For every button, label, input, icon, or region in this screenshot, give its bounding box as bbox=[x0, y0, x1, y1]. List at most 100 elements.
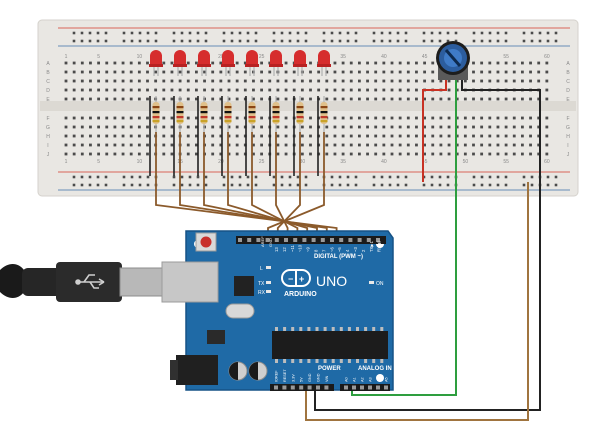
rail-hole bbox=[480, 39, 484, 43]
header-pin[interactable] bbox=[324, 385, 329, 390]
digital-pin-label: ~5 bbox=[337, 247, 342, 252]
breadboard-hole bbox=[72, 79, 76, 83]
header-pin[interactable] bbox=[339, 238, 344, 242]
header-pin[interactable] bbox=[376, 385, 380, 390]
chip-pin bbox=[315, 327, 319, 331]
led-4[interactable] bbox=[221, 50, 235, 76]
breadboard-hole bbox=[243, 88, 247, 92]
green-signal-wire[interactable] bbox=[351, 78, 457, 396]
red-supply-wire[interactable] bbox=[422, 78, 447, 182]
breadboard[interactable]: 1155101015152020252530303535404045455050… bbox=[37, 19, 579, 197]
resistor-4[interactable] bbox=[224, 96, 232, 132]
potentiometer[interactable] bbox=[436, 41, 470, 80]
breadboard-hole bbox=[374, 116, 378, 120]
header-pin[interactable] bbox=[376, 238, 380, 242]
breadboard-hole bbox=[89, 125, 92, 129]
led-7[interactable] bbox=[293, 50, 307, 76]
breadboard-hole bbox=[195, 152, 198, 156]
breadboard-hole bbox=[349, 70, 353, 74]
breadboard-hole bbox=[325, 97, 329, 101]
header-pin[interactable] bbox=[284, 238, 288, 242]
header-pin[interactable] bbox=[330, 238, 334, 242]
header-pin[interactable] bbox=[256, 238, 261, 242]
header-pin[interactable] bbox=[274, 385, 278, 390]
rail-hole bbox=[138, 183, 142, 187]
led-2[interactable] bbox=[173, 50, 187, 76]
resistor-8[interactable] bbox=[320, 96, 328, 132]
rail-hole bbox=[380, 175, 384, 179]
column-number-bottom: 55 bbox=[503, 159, 509, 165]
breadboard-hole bbox=[390, 61, 394, 65]
led-3[interactable] bbox=[197, 50, 211, 76]
chip-pin bbox=[323, 327, 327, 331]
breadboard-hole bbox=[170, 61, 174, 65]
resistor-1[interactable] bbox=[152, 96, 160, 132]
header-pin[interactable] bbox=[357, 238, 362, 242]
breadboard-hole bbox=[333, 70, 337, 74]
reset-button[interactable] bbox=[200, 236, 212, 248]
breadboard-hole bbox=[341, 125, 345, 129]
rail-hole bbox=[172, 31, 176, 35]
breadboard-hole bbox=[537, 97, 541, 101]
header-pin[interactable] bbox=[282, 385, 287, 390]
rail-hole bbox=[104, 183, 108, 187]
rail-hole bbox=[122, 39, 126, 43]
header-pin[interactable] bbox=[366, 238, 371, 242]
breadboard-hole bbox=[260, 143, 263, 147]
rail-hole bbox=[246, 31, 250, 35]
header-pin[interactable] bbox=[352, 385, 356, 390]
header-pin[interactable] bbox=[307, 385, 312, 390]
led-6[interactable] bbox=[269, 50, 283, 76]
header-pin[interactable] bbox=[368, 385, 372, 390]
resistor-3[interactable] bbox=[200, 96, 208, 132]
resistor-5[interactable] bbox=[248, 96, 256, 132]
header-pin[interactable] bbox=[316, 385, 320, 390]
header-pin[interactable] bbox=[302, 238, 307, 242]
header-pin[interactable] bbox=[320, 238, 325, 242]
black-ground-wire[interactable] bbox=[314, 78, 541, 411]
resistor-7[interactable] bbox=[296, 96, 304, 132]
header-pin[interactable] bbox=[384, 385, 388, 390]
header-pin[interactable] bbox=[290, 385, 295, 390]
header-pin[interactable] bbox=[344, 385, 348, 390]
header-pin[interactable] bbox=[293, 238, 298, 242]
chip-pin bbox=[331, 359, 335, 363]
breadboard-hole bbox=[521, 79, 524, 83]
header-pin[interactable] bbox=[299, 385, 304, 390]
breadboard-hole bbox=[72, 143, 76, 147]
header-pin[interactable] bbox=[265, 238, 270, 242]
column-number-bottom: 50 bbox=[463, 159, 469, 165]
header-pin[interactable] bbox=[238, 238, 242, 242]
breadboard-hole bbox=[349, 134, 353, 138]
digital-pin-label: 8 bbox=[314, 249, 319, 252]
header-pin[interactable] bbox=[360, 385, 364, 390]
breadboard-hole bbox=[121, 61, 125, 65]
row-letter-left: H bbox=[46, 134, 50, 140]
brown-5v-wire[interactable] bbox=[305, 182, 529, 421]
led-1[interactable] bbox=[149, 50, 163, 76]
header-pin[interactable] bbox=[311, 238, 316, 242]
header-pin[interactable] bbox=[348, 238, 353, 242]
header-pin[interactable] bbox=[247, 238, 252, 242]
breadboard-hole bbox=[374, 134, 378, 138]
header-pin[interactable] bbox=[274, 238, 279, 242]
breadboard-hole bbox=[455, 125, 459, 129]
breadboard-hole bbox=[504, 125, 508, 129]
resistor-2[interactable] bbox=[176, 96, 184, 132]
rail-hole bbox=[430, 183, 434, 187]
led-8[interactable] bbox=[317, 50, 331, 76]
column-number-bottom: 25 bbox=[259, 159, 265, 165]
breadboard-hole bbox=[325, 70, 329, 74]
breadboard-hole bbox=[529, 79, 532, 83]
resistor-6[interactable] bbox=[272, 96, 280, 132]
led-5[interactable] bbox=[245, 50, 259, 76]
row-letter-right: A bbox=[566, 61, 570, 67]
breadboard-hole bbox=[235, 97, 239, 101]
breadboard-hole bbox=[64, 79, 68, 83]
usb-cable[interactable] bbox=[0, 262, 163, 302]
breadboard-hole bbox=[463, 134, 467, 138]
